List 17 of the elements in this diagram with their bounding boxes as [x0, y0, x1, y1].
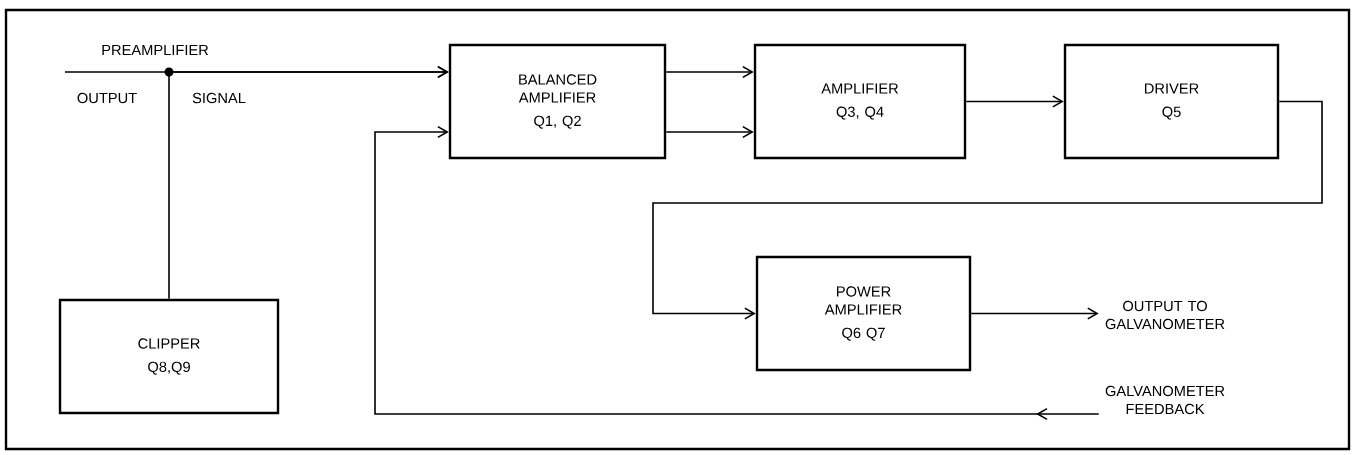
arrow	[168, 65, 449, 300]
signal-label: OUTPUT TO GALVANOMETER	[1105, 300, 1225, 330]
arrow	[652, 100, 1323, 320]
arrow	[665, 65, 754, 79]
arrow	[965, 95, 1064, 108]
signal-label: PREAMPLIFIER	[102, 44, 209, 56]
block-box: DRIVER Q5	[1063, 43, 1280, 160]
block-box: AMPLIFIER Q3, Q4	[753, 43, 967, 160]
signal-label: GALVANOMETER FEEDBACK	[1105, 385, 1225, 415]
arrow	[665, 125, 754, 139]
block-box: POWER AMPLIFIER Q6 Q7	[755, 255, 972, 372]
arrow	[374, 125, 1100, 421]
signal-label: SIGNAL	[192, 92, 246, 104]
arrow	[970, 307, 1099, 320]
block-box: CLIPPER Q8,Q9	[58, 298, 280, 415]
block-box: BALANCED AMPLIFIER Q1, Q2	[448, 43, 667, 160]
signal-label: OUTPUT	[77, 92, 137, 104]
